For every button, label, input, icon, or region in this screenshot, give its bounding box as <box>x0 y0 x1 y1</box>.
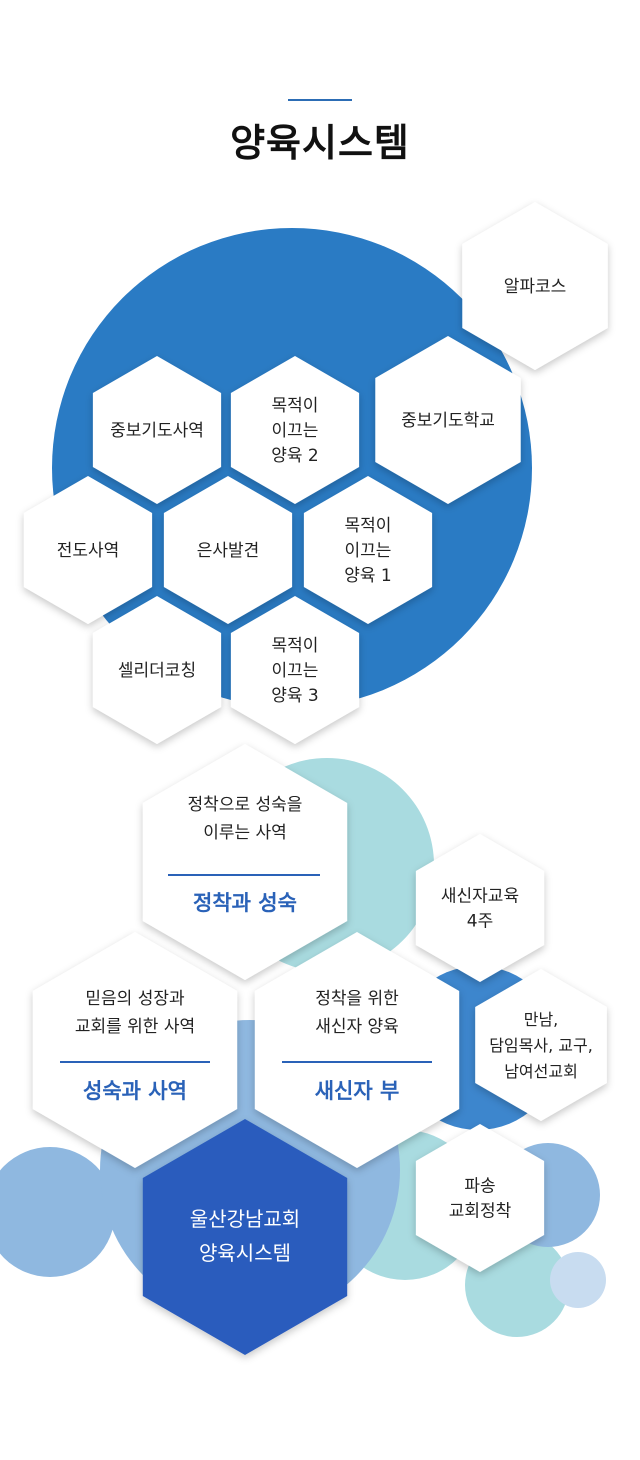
hex-settle-title: 정착과 성숙 <box>193 891 297 915</box>
hex-alpha-course-label: 알파코스 <box>504 277 567 297</box>
page-title: 양육시스템 <box>230 121 410 165</box>
hex-purpose3-line-1: 목적이 <box>272 636 319 656</box>
hex-gift-discovery <box>163 476 293 624</box>
hex-dispatch <box>415 1124 545 1272</box>
hex-purpose1 <box>303 476 433 624</box>
hex-center-line-2: 양육시스템 <box>199 1241 291 1265</box>
hex-newcomer-dept <box>254 932 460 1168</box>
hex-center <box>142 1119 348 1355</box>
hex-purpose1-line-1: 목적이 <box>345 516 392 536</box>
hex-newcomer-edu-line-2: 4주 <box>467 912 493 932</box>
hex-prayer-ministry-label: 중보기도사역 <box>110 421 204 441</box>
light-blue-circle-left <box>0 1147 115 1277</box>
hex-purpose2-line-1: 목적이 <box>272 396 319 416</box>
hex-mature-title: 성숙과 사역 <box>83 1079 187 1103</box>
hex-meeting-line-2: 담임목사, 교구, <box>489 1036 593 1055</box>
hex-mature-ministry <box>32 932 238 1168</box>
hex-purpose1-line-2: 이끄는 <box>345 541 392 561</box>
hex-purpose3 <box>230 596 360 744</box>
hex-purpose3-line-3: 양육 3 <box>271 686 319 706</box>
hex-purpose2-line-2: 이끄는 <box>272 421 319 441</box>
hex-settle-mature <box>142 744 348 980</box>
hex-newcomer-edu <box>415 834 545 982</box>
hex-newcomer-title: 새신자 부 <box>315 1079 400 1103</box>
hex-prayer-school-label: 중보기도학교 <box>401 411 495 431</box>
hex-alpha-course <box>462 202 608 370</box>
hex-purpose2-line-3: 양육 2 <box>271 446 319 466</box>
hex-purpose1-line-3: 양육 1 <box>344 566 392 586</box>
hex-center-line-1: 울산강남교회 <box>190 1207 300 1231</box>
hex-evangelism <box>23 476 153 624</box>
hex-cell-leader-label: 셀리더코칭 <box>118 661 196 681</box>
hex-meeting-line-1: 만남, <box>524 1010 559 1029</box>
hex-purpose2 <box>230 356 360 504</box>
title-accent-bar <box>288 99 352 101</box>
pale-blue-circle-small <box>550 1252 606 1308</box>
hex-mature-desc-line-1: 믿음의 성장과 <box>85 989 185 1009</box>
hex-cell-leader <box>92 596 222 744</box>
hex-mature-desc-line-2: 교회를 위한 사역 <box>75 1017 195 1037</box>
hex-meeting-line-3: 남여선교회 <box>504 1062 578 1081</box>
hex-newcomer-desc-line-2: 새신자 양육 <box>315 1017 399 1037</box>
hex-dispatch-line-1: 파송 <box>464 1177 495 1197</box>
hex-dispatch-line-2: 교회정착 <box>449 1202 512 1222</box>
hex-prayer-ministry <box>92 356 222 504</box>
hex-gift-discovery-label: 은사발견 <box>197 541 260 561</box>
hex-evangelism-label: 전도사역 <box>57 541 120 561</box>
hex-meeting <box>475 969 607 1121</box>
hex-newcomer-desc-line-1: 정착을 위한 <box>315 989 399 1009</box>
hex-purpose3-line-2: 이끄는 <box>272 661 319 681</box>
hex-settle-desc-line-2: 이루는 사역 <box>203 823 287 843</box>
hex-newcomer-edu-line-1: 새신자교육 <box>441 887 519 907</box>
hex-settle-desc-line-1: 정착으로 성숙을 <box>188 795 303 815</box>
hex-prayer-school <box>375 336 521 504</box>
